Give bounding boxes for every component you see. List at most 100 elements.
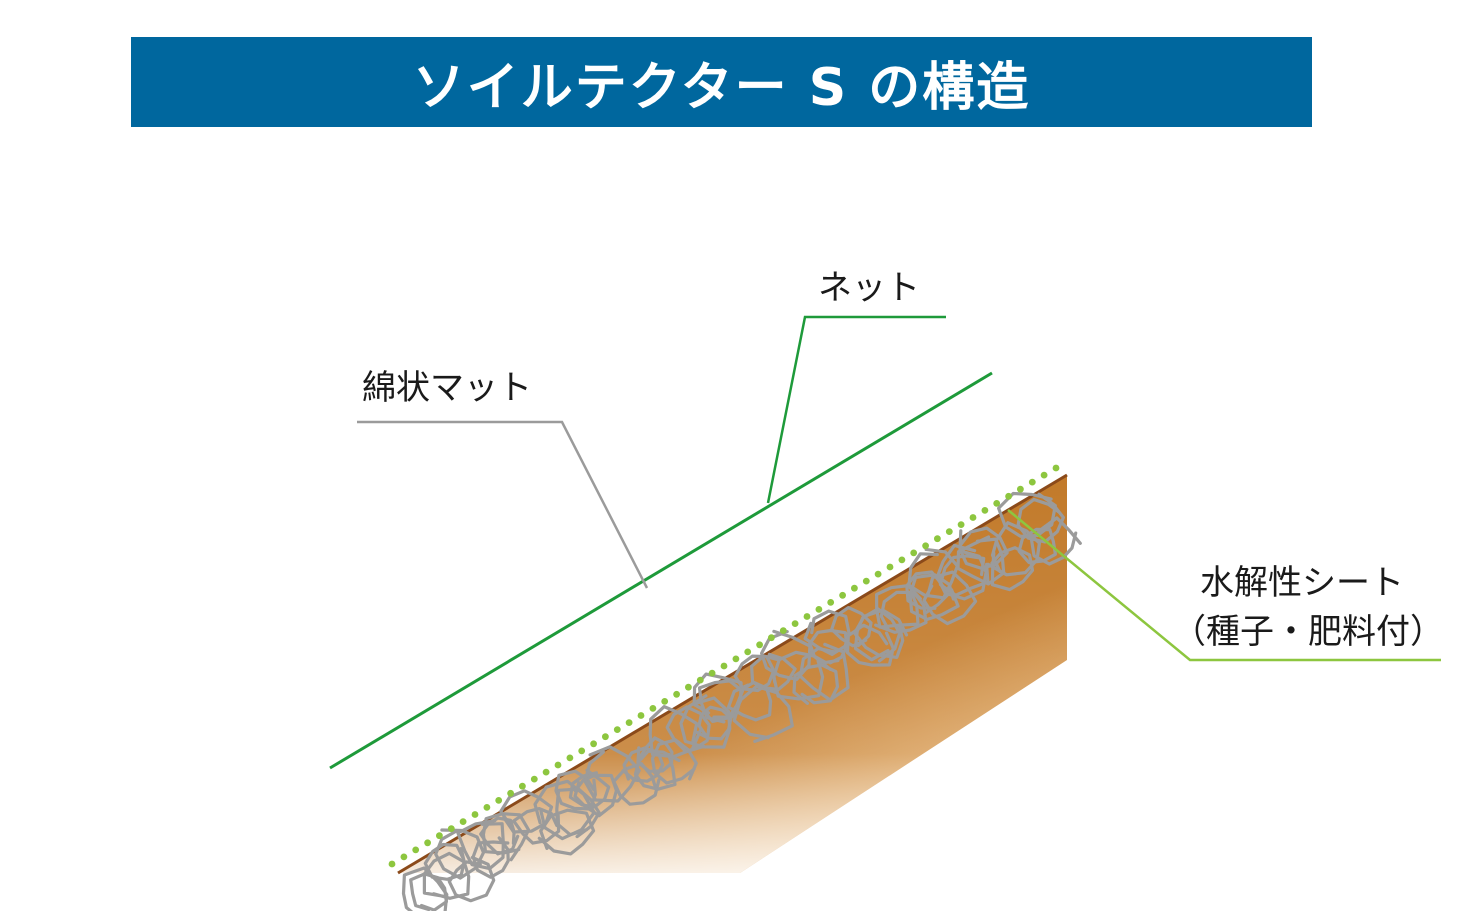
cotton-loop	[733, 654, 777, 693]
cotton-loop	[808, 628, 849, 665]
sheet-dot	[625, 719, 633, 726]
cotton-loop	[456, 819, 505, 871]
sheet-dot	[447, 825, 455, 832]
sheet-dot	[910, 549, 918, 557]
cotton-loop	[679, 694, 732, 749]
sheet-dot	[886, 563, 894, 571]
sheet-dot	[1017, 485, 1024, 493]
title-bar: ソイルテクター S の構造	[131, 37, 1312, 127]
sheet-dot	[424, 839, 431, 847]
sheet-dot	[862, 577, 870, 585]
cotton-loop	[853, 608, 909, 659]
sheet-dot	[732, 655, 740, 663]
sheet-dot	[602, 733, 609, 741]
sheet-dot	[673, 690, 680, 698]
sheet-dot	[578, 747, 586, 755]
cotton-loop	[533, 779, 596, 841]
sheet-dot	[934, 535, 941, 543]
sheet-dot	[530, 775, 538, 783]
sheet-dot	[471, 811, 479, 818]
sheet-dot	[815, 606, 823, 613]
cotton-loop	[798, 642, 850, 702]
sheet-dot	[459, 818, 467, 825]
cotton-loop	[555, 787, 601, 839]
sheet-dot	[768, 634, 775, 642]
cotton-loop	[568, 768, 611, 809]
sheet-dot	[507, 789, 514, 797]
cotton-loop	[650, 738, 698, 785]
sheet-dot	[803, 613, 811, 620]
cotton-loop	[1016, 497, 1065, 544]
cotton-loop	[573, 773, 618, 818]
page-title: ソイルテクター S の構造	[412, 57, 1031, 118]
cotton-loop	[512, 807, 561, 845]
soil-surface-edge	[397, 473, 1068, 875]
net-label: ネット	[818, 268, 920, 308]
sheet-dot	[483, 804, 491, 811]
sheet-dot	[898, 556, 906, 564]
sheet-dot	[720, 662, 728, 670]
cotton-loop	[447, 855, 496, 903]
sheet-dot	[922, 542, 929, 550]
sheet-dot	[519, 782, 526, 790]
sheet-dot	[613, 726, 621, 733]
sheet-dot	[708, 669, 716, 677]
sheet-dot	[969, 514, 977, 521]
sheet-dot	[744, 648, 752, 656]
cotton-loop	[956, 535, 1006, 586]
sheet-dot	[827, 599, 835, 606]
sheet-dot	[791, 620, 799, 627]
cotton-loop	[792, 663, 840, 705]
sheet-leader-line	[1007, 509, 1441, 662]
sheet-dot	[1005, 492, 1012, 500]
cotton-loop	[997, 491, 1057, 538]
sheet-dot	[542, 768, 550, 776]
cotton-loop	[401, 866, 449, 911]
sheet-dot	[945, 528, 953, 535]
sheet-dot	[756, 641, 763, 649]
sheet-dot	[554, 761, 562, 769]
sheet-dot	[590, 740, 597, 748]
sheet-dot	[957, 521, 965, 528]
sheet-dot	[685, 683, 692, 691]
sheet-dot	[1040, 471, 1048, 479]
sheet-dot	[993, 500, 1001, 507]
sheet-dot	[412, 846, 420, 854]
cotton-loop	[750, 652, 797, 692]
sheet-dot	[1028, 478, 1036, 486]
sheet-label-line1: 水解性シート	[1200, 563, 1404, 603]
mat-leader-line	[357, 420, 649, 589]
cotton-loop	[499, 789, 554, 834]
net-leader-line	[766, 315, 946, 504]
cotton-loop	[938, 554, 990, 597]
sheet-dot	[495, 797, 503, 804]
cotton-mat-label: 綿状マット	[362, 368, 532, 408]
sheet-dot	[388, 860, 396, 868]
cotton-loop	[434, 828, 486, 880]
sheet-dot	[851, 584, 858, 592]
sheet-dot	[649, 705, 657, 712]
sheet-dot	[436, 832, 443, 840]
sheet-dot	[1052, 464, 1060, 472]
cotton-loop	[665, 705, 711, 754]
cotton-loop	[760, 629, 812, 682]
cotton-loop	[554, 769, 597, 811]
sheet-dot	[779, 627, 787, 634]
cotton-loop	[935, 543, 988, 601]
cotton-loop	[853, 607, 902, 663]
cotton-loop	[694, 705, 733, 741]
sheet-dot	[696, 676, 704, 684]
sheet-dot	[981, 507, 989, 514]
sheet-dot	[839, 591, 846, 599]
sheet-label-line2: （種子・肥料付）	[1172, 612, 1444, 652]
sheet-dot	[566, 754, 574, 762]
sheet-dot	[637, 712, 645, 719]
cotton-loop	[772, 650, 832, 701]
water-soluble-sheet-dots	[388, 464, 1060, 868]
sheet-dot	[661, 698, 669, 705]
sheet-dot	[874, 570, 882, 578]
net-line	[329, 371, 993, 770]
cotton-loop	[1029, 516, 1082, 566]
cotton-loop	[537, 808, 596, 856]
